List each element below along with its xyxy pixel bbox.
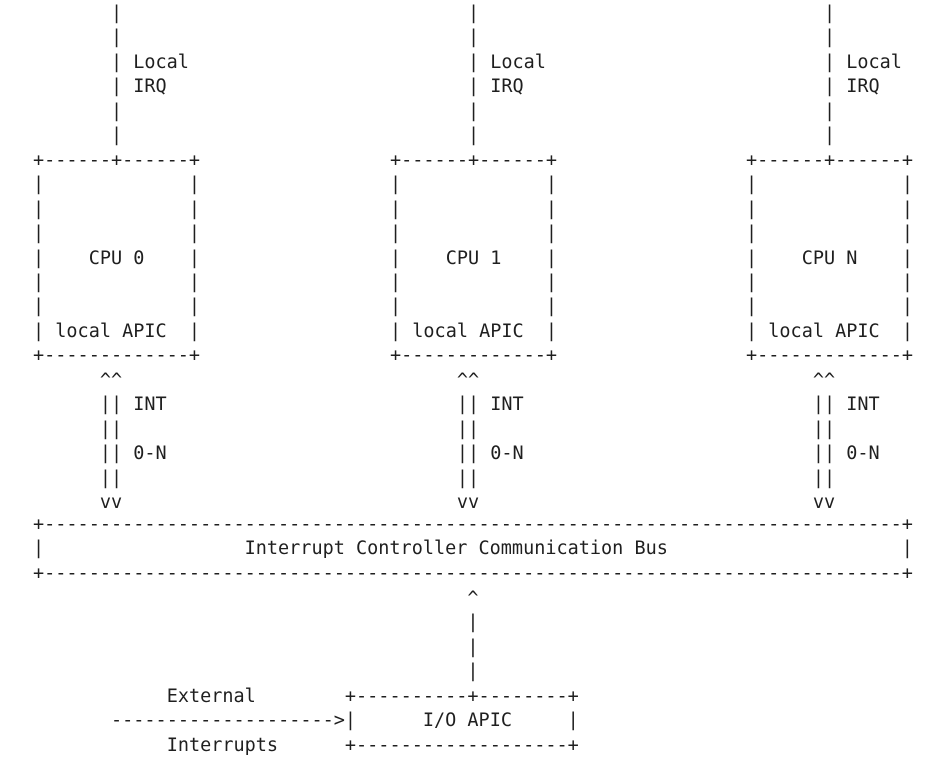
io-apic-section: ^ | | | External +----------+--------+ -… (111, 588, 579, 756)
cpuN-column: | | | Local | IRQ | | +------+------+ | … (746, 3, 914, 514)
interrupt-controller-communication-bus: +---------------------------------------… (33, 514, 913, 584)
cpu0-column: | | | Local | IRQ | | +------+------+ | … (33, 3, 201, 514)
cpu1-column: | | | Local | IRQ | | +------+------+ | … (390, 3, 558, 514)
